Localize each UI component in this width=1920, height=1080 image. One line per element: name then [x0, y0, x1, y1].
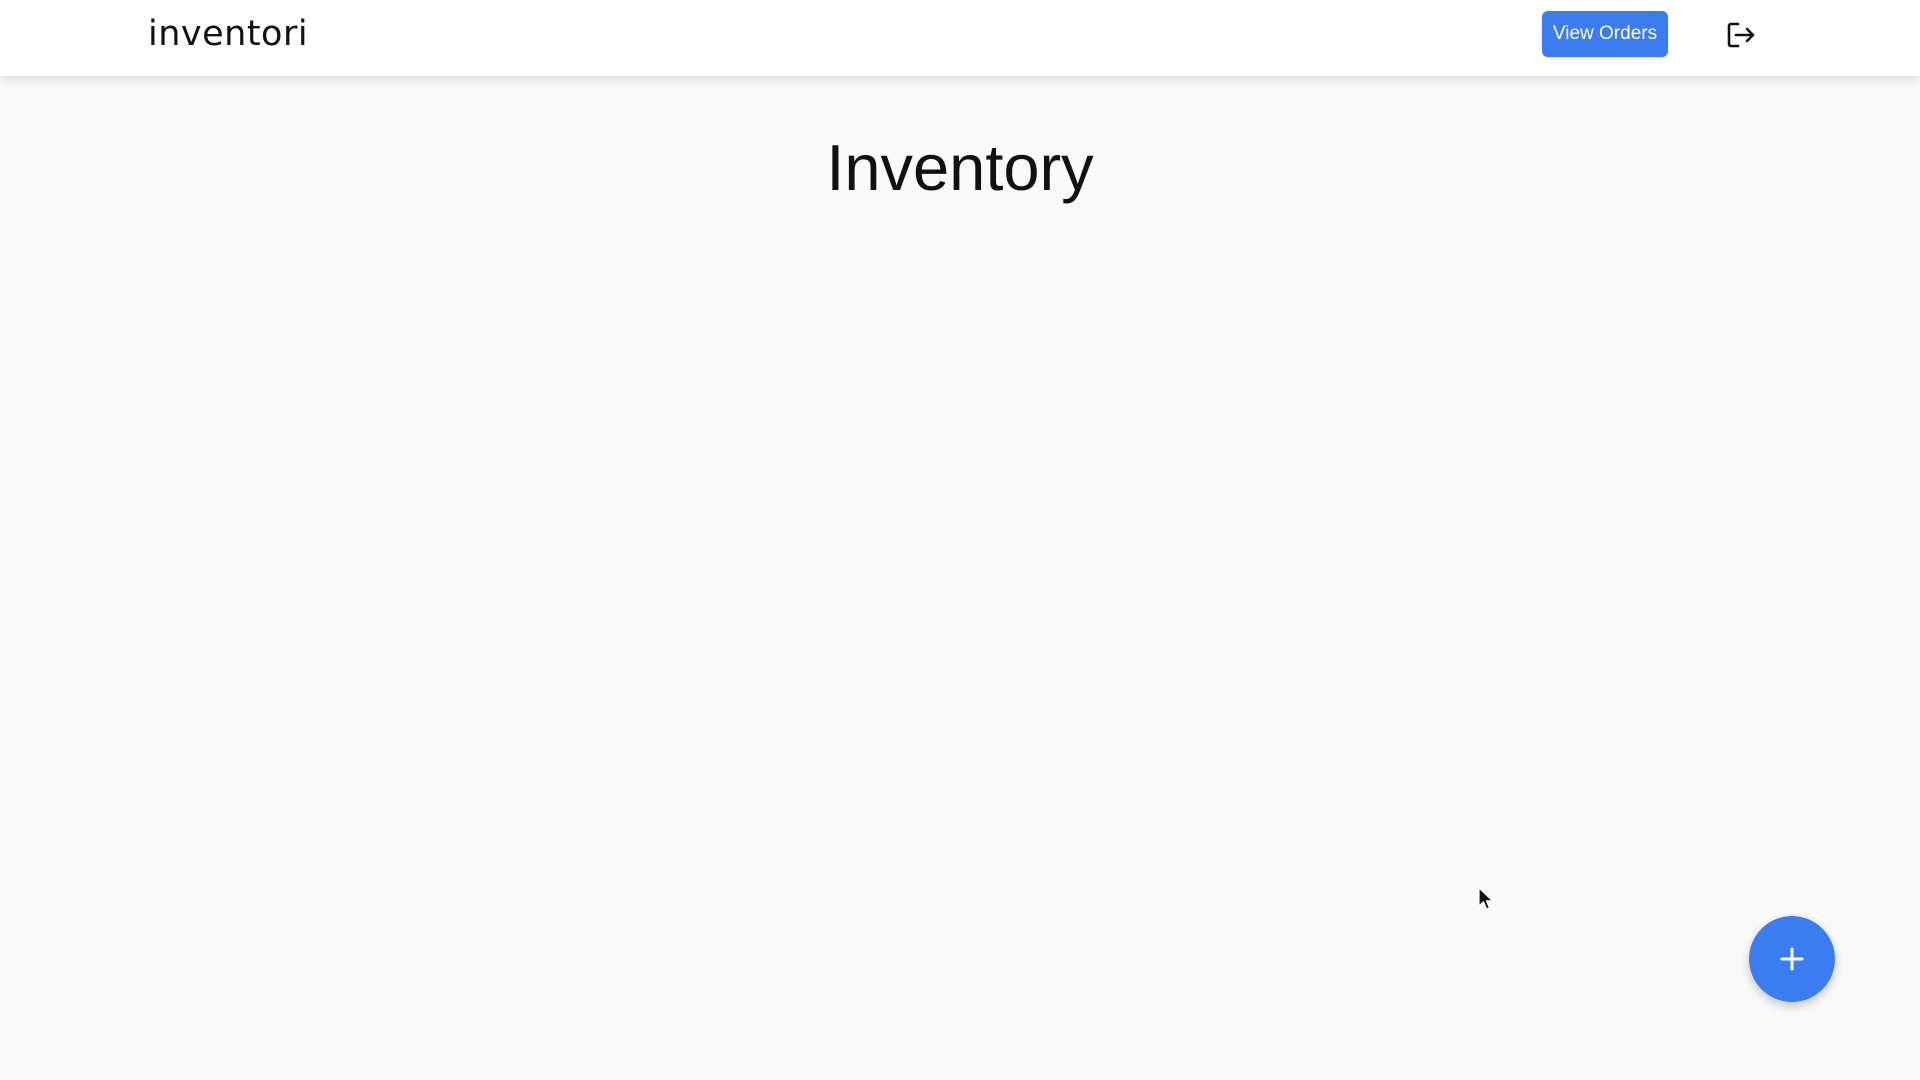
mouse-pointer-icon: [1478, 887, 1494, 911]
navbar: inventori View Orders: [0, 0, 1920, 76]
view-orders-button[interactable]: View Orders: [1542, 11, 1668, 57]
page-title: Inventory: [826, 131, 1094, 204]
plus-icon: [1780, 947, 1804, 971]
logout-button[interactable]: [1726, 20, 1756, 50]
brand-logo[interactable]: inventori: [148, 14, 309, 54]
logout-icon: [1726, 20, 1756, 50]
add-item-button[interactable]: [1749, 916, 1835, 1002]
